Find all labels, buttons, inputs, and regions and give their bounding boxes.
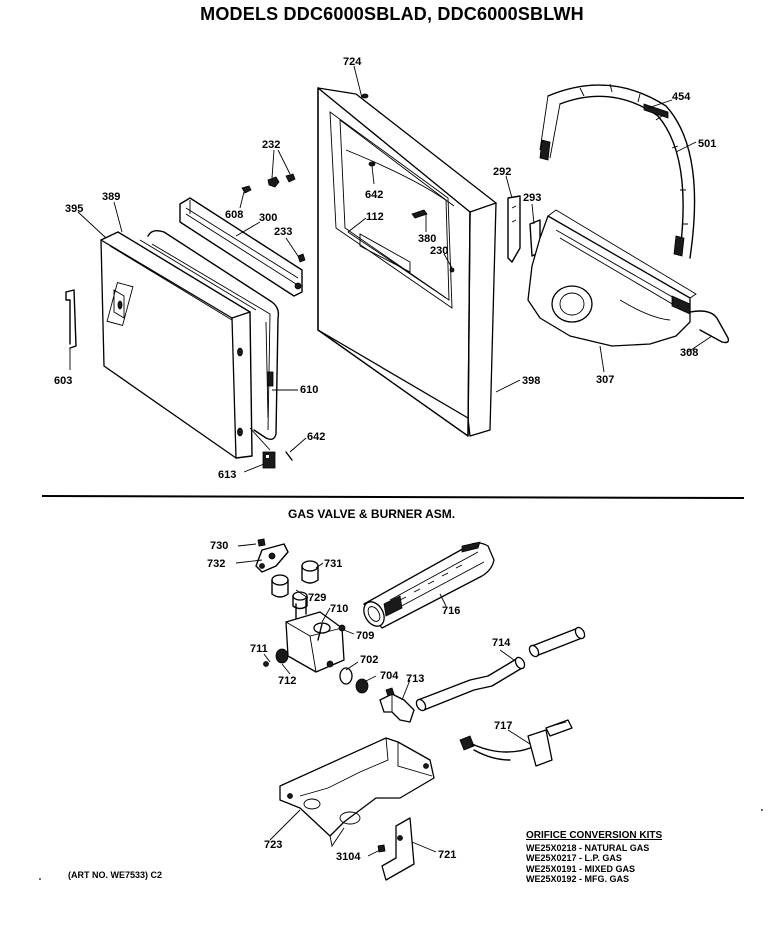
- orifice-kit-item: WE25X0218 - NATURAL GAS: [526, 842, 650, 853]
- callout-233: 233: [274, 226, 292, 238]
- page-title: MODELS DDC6000SBLAD, DDC6000SBLWH: [200, 4, 584, 24]
- callout-610: 610: [300, 384, 318, 396]
- callout-395: 395: [65, 203, 83, 215]
- orifice-kit-item: WE25X0192 - MFG. GAS: [526, 874, 630, 884]
- igniter-part: [459, 719, 573, 767]
- callout-398: 398: [522, 375, 540, 387]
- drum-support-ring-part: [539, 83, 696, 259]
- upper-leader-lines: [69, 65, 713, 473]
- burner-bracket-part: [279, 737, 435, 848]
- callout-713: 713: [406, 673, 424, 685]
- section-divider: [41, 495, 745, 499]
- door-gasket-part: [179, 197, 303, 297]
- art-number-note: (ART NO. WE7533) C2: [68, 870, 163, 880]
- callout-714: 714: [492, 637, 511, 649]
- door-hinge-part: [249, 427, 293, 469]
- callout-292: 292: [493, 166, 511, 178]
- callout-308: 308: [680, 347, 698, 359]
- lower-leader-lines: [235, 543, 531, 857]
- callout-642-upper: 642: [365, 189, 383, 201]
- door-inner-part: [139, 229, 280, 441]
- callout-501: 501: [698, 138, 716, 150]
- callout-723: 723: [264, 839, 282, 851]
- orifice-conversion-kits: ORIFICE CONVERSION KITS WE25X0218 - NATU…: [526, 830, 726, 885]
- callout-454: 454: [672, 91, 691, 103]
- bracket-part: [507, 195, 541, 263]
- door-handle-part: [65, 289, 77, 349]
- callout-642-lower: 642: [307, 431, 325, 443]
- front-bulkhead-part: [527, 209, 730, 347]
- callout-710: 710: [330, 603, 348, 615]
- callout-712: 712: [278, 675, 296, 687]
- callout-608: 608: [225, 209, 243, 221]
- callout-613: 613: [218, 469, 236, 481]
- callout-300: 300: [259, 212, 277, 224]
- gas-valve-part: [263, 599, 415, 723]
- callout-112: 112: [366, 211, 384, 223]
- callout-716: 716: [442, 605, 460, 617]
- manifold-pipe-part: [415, 626, 586, 712]
- callout-711: 711: [250, 643, 268, 655]
- callout-731: 731: [324, 558, 342, 570]
- burner-tube-part: [363, 541, 495, 629]
- orifice-kits-title: ORIFICE CONVERSION KITS: [526, 830, 663, 841]
- callout-729: 729: [308, 592, 326, 604]
- callout-232: 232: [262, 139, 280, 151]
- callout-702: 702: [360, 654, 378, 666]
- callout-389: 389: [102, 191, 120, 203]
- callout-230: 230: [430, 245, 448, 257]
- callout-307: 307: [596, 374, 614, 386]
- callout-730: 730: [210, 540, 228, 552]
- scan-speck: [761, 809, 763, 811]
- callout-717: 717: [494, 720, 512, 732]
- mount-bracket-part: [377, 817, 415, 881]
- callout-732: 732: [207, 558, 225, 570]
- callout-721: 721: [438, 849, 456, 861]
- callout-3104: 3104: [336, 851, 361, 863]
- hinge-hardware-part: [241, 173, 306, 263]
- callout-704: 704: [380, 670, 399, 682]
- callout-380: 380: [418, 233, 436, 245]
- scan-speck: [39, 878, 41, 880]
- valve-coil-parts: [255, 538, 319, 610]
- callout-293: 293: [523, 192, 541, 204]
- callout-709: 709: [356, 630, 374, 642]
- orifice-kit-item: WE25X0217 - L.P. GAS: [526, 853, 622, 863]
- callout-603: 603: [54, 375, 72, 387]
- callout-724: 724: [343, 56, 362, 68]
- orifice-kit-item: WE25X0191 - MIXED GAS: [526, 863, 636, 874]
- front-panel-part: [317, 87, 497, 437]
- door-outer-part: [100, 231, 253, 459]
- gas-valve-section-title: GAS VALVE & BURNER ASM.: [288, 507, 456, 521]
